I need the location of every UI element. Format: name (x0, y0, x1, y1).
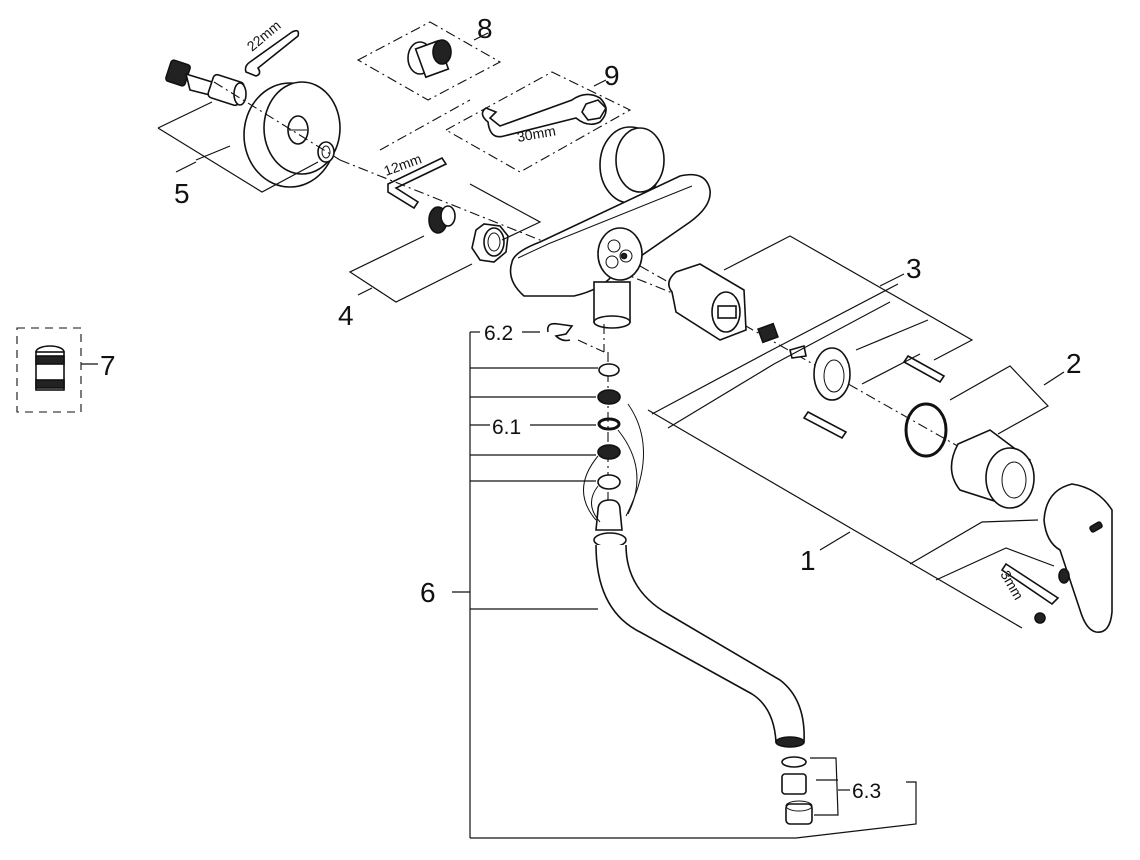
mixer-body (509, 126, 711, 329)
wrench-22mm-icon: 22mm (244, 17, 300, 77)
part-group-3: 3 (651, 235, 974, 440)
bushing (597, 444, 621, 460)
cover-sleeve (950, 429, 1035, 509)
retaining-flange (813, 347, 851, 401)
s-union-connector (165, 59, 247, 107)
callout-6-1: 6.1 (492, 416, 521, 439)
part-group-8: 30mm 9 (444, 60, 632, 173)
callout-5: 5 (174, 178, 190, 209)
cartridge (668, 263, 747, 341)
callout-4: 4 (338, 300, 354, 331)
bushing (597, 389, 621, 405)
washer (317, 141, 335, 163)
callout-1: 1 (800, 545, 816, 576)
adapter (757, 322, 779, 344)
lock-ring (598, 363, 620, 377)
callout-7: 8 (477, 13, 493, 44)
wall-rosette (243, 81, 341, 188)
part-group-5: 22mm 5 (157, 17, 341, 209)
callout-3: 3 (906, 253, 922, 284)
part-group-6: 6.2 6.1 6 6.3 (420, 322, 917, 839)
cap-plug (1034, 612, 1046, 624)
o-ring (597, 417, 621, 431)
mounting-bolt (902, 354, 946, 384)
hex-key-12mm-icon: 12mm (382, 150, 448, 210)
callout-6-3: 6.3 (852, 780, 881, 803)
aerator-seal (781, 756, 807, 768)
aerator-insert (781, 773, 807, 795)
tool-label-30mm: 30mm (516, 122, 557, 145)
part-group-9: 7 (16, 327, 116, 413)
callout-6: 6 (420, 577, 436, 608)
part-group-2: 2 (904, 348, 1082, 509)
spout-tube (593, 532, 805, 748)
lever-handle (1043, 483, 1113, 633)
callout-2: 2 (1066, 348, 1082, 379)
callout-6-2: 6.2 (484, 322, 513, 345)
hex-key-3mm-icon (1000, 562, 1060, 606)
o-ring (904, 402, 948, 458)
retaining-clip (546, 322, 574, 342)
part-group-4: 12mm 4 (338, 150, 542, 331)
mounting-bolt (802, 410, 848, 440)
seal-ring (597, 474, 621, 490)
part-group-1: 3mm 1 (647, 409, 1113, 633)
grub-screw (1058, 568, 1070, 584)
aerator-housing (785, 803, 813, 825)
tool-label-3mm: 3mm (997, 568, 1026, 603)
spout-swivel (595, 499, 623, 531)
callout-9: 7 (100, 350, 116, 381)
callout-8: 9 (604, 60, 620, 91)
hex-nut (471, 223, 509, 263)
part-group-7: 8 (356, 13, 502, 101)
